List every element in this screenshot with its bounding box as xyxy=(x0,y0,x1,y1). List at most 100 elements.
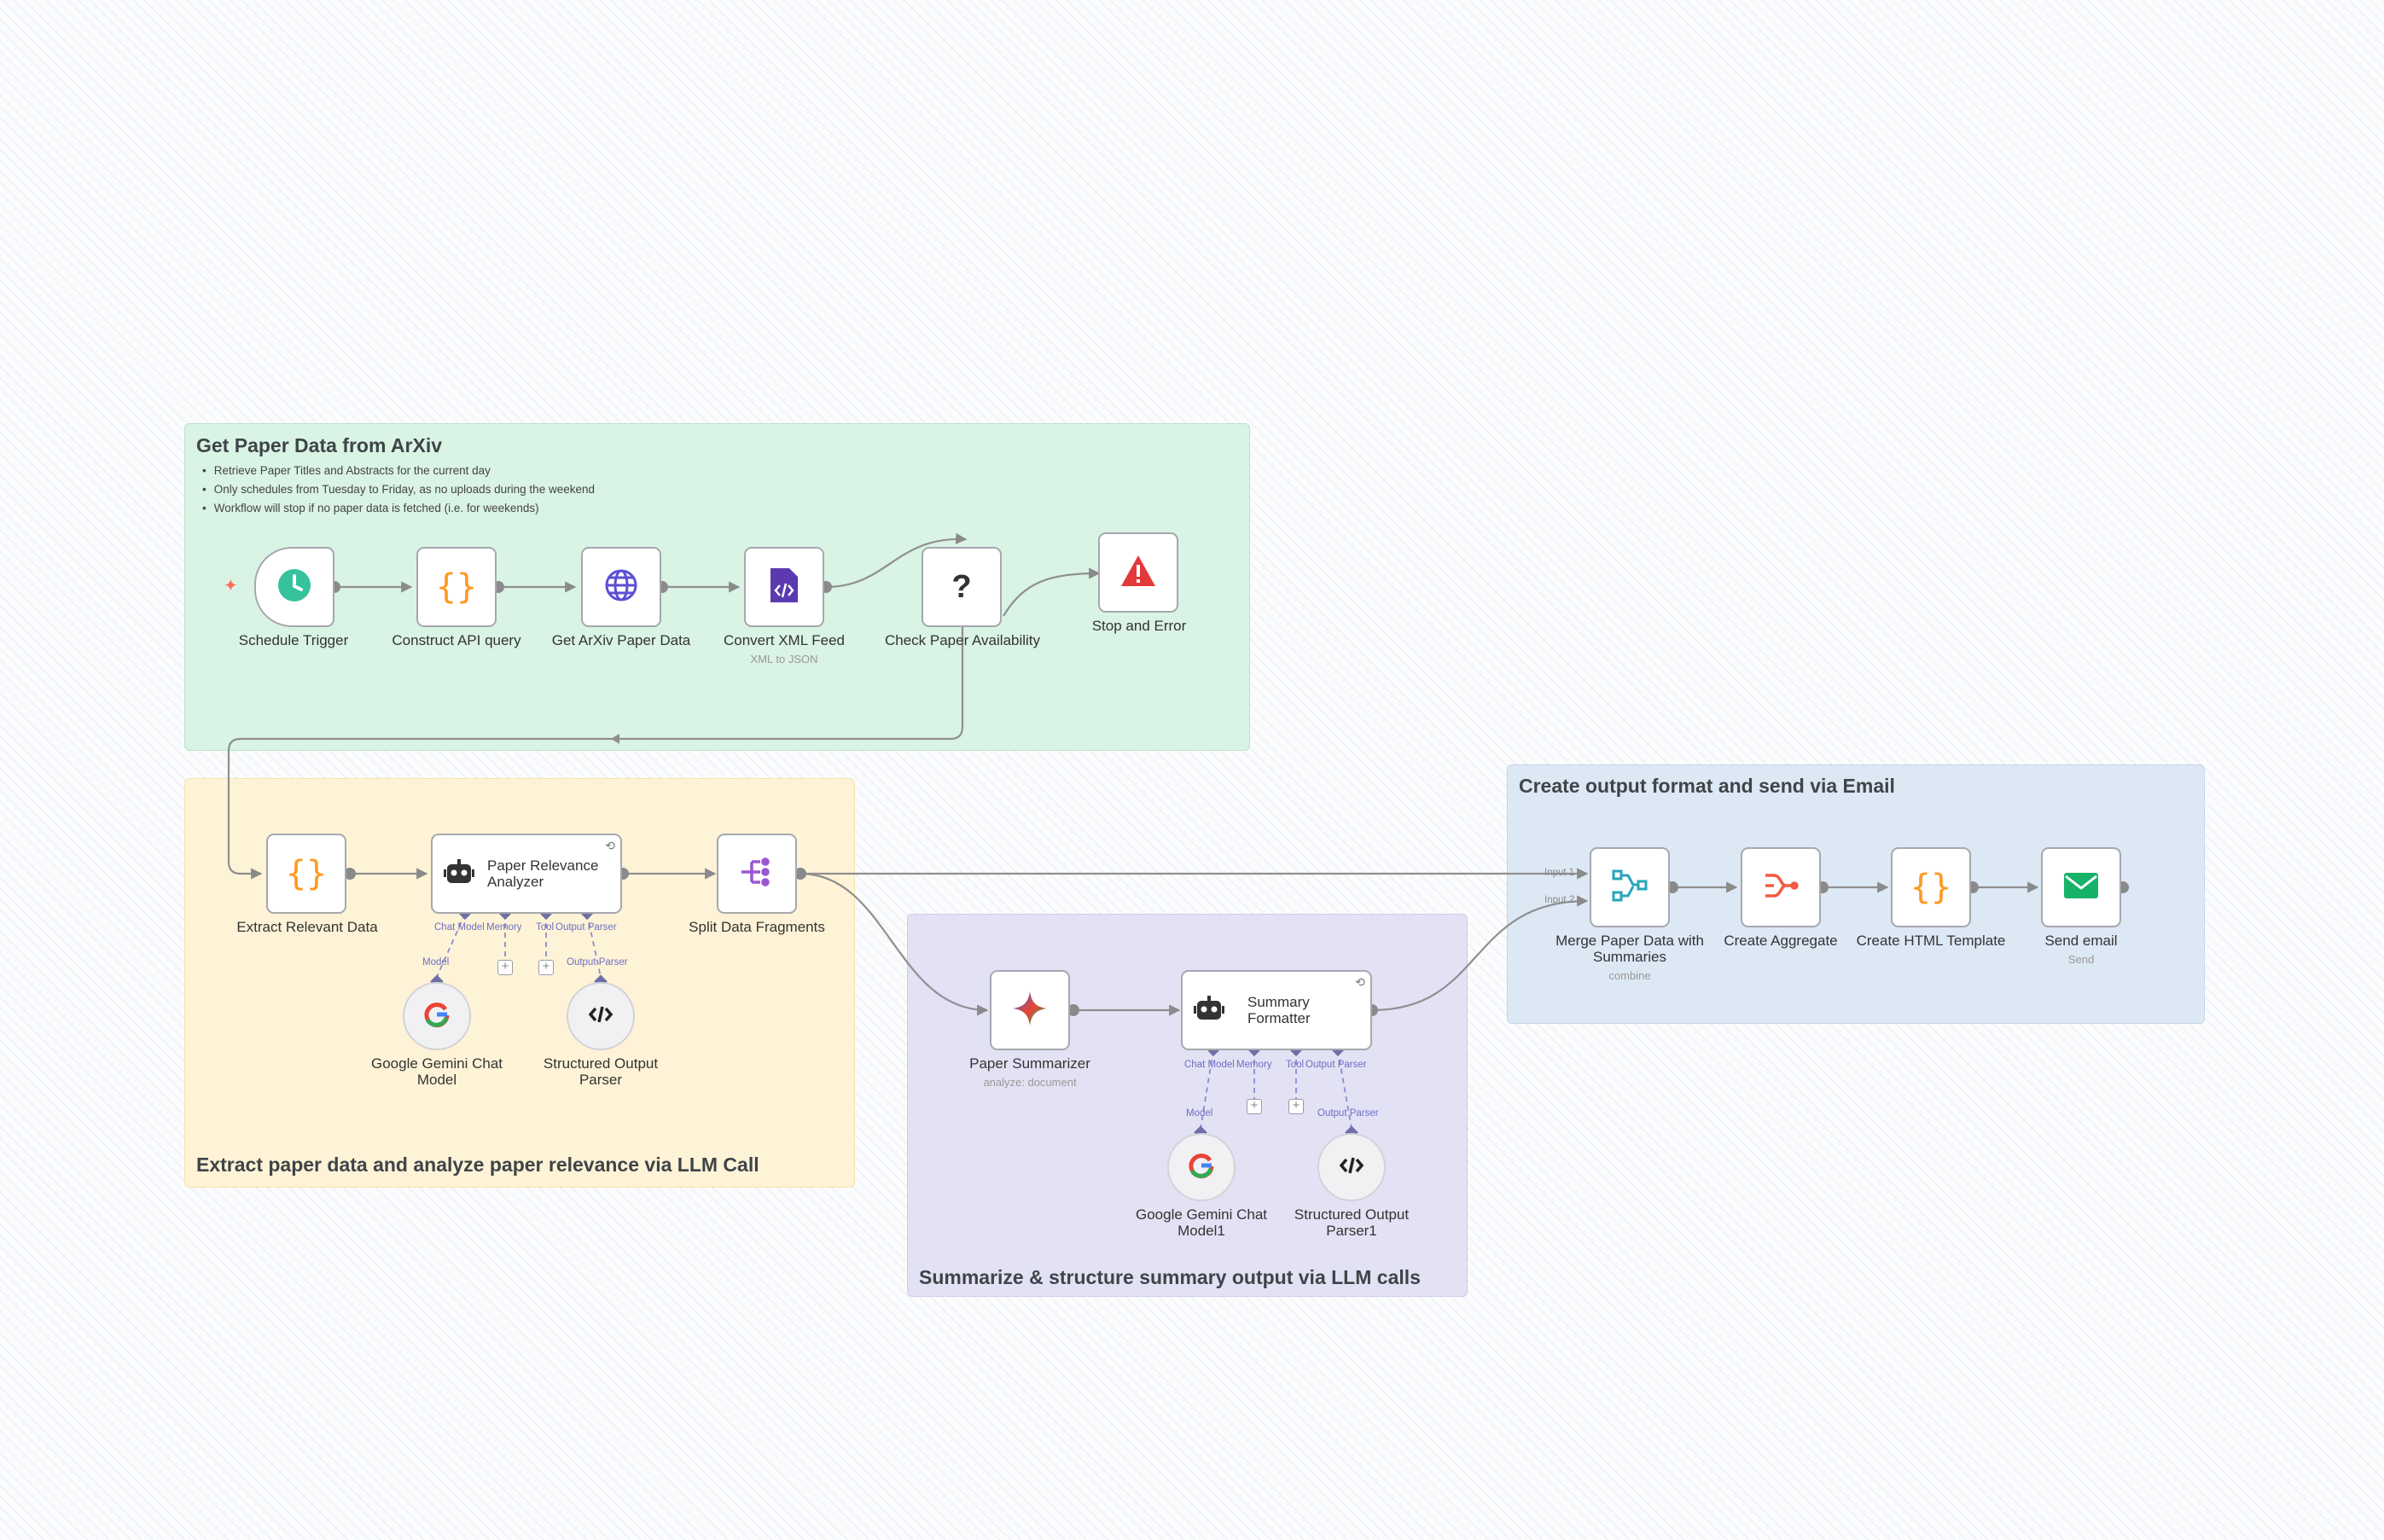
node-google-gemini-chat-model[interactable] xyxy=(403,982,471,1050)
node-title-line: Formatter xyxy=(1247,1010,1311,1026)
node-label: Google Gemini Chat Model1 xyxy=(1108,1206,1295,1239)
port-label-model: Model xyxy=(1186,1108,1213,1119)
node-label: Google Gemini Chat Model xyxy=(343,1055,531,1088)
node-title: Summary Formatter xyxy=(1247,994,1311,1026)
refresh-icon: ⟲ xyxy=(1355,975,1365,989)
node-label-line: Model1 xyxy=(1177,1223,1225,1239)
port-label-output-parser: Output Parser xyxy=(1305,1060,1367,1070)
node-label: Check Paper Availability xyxy=(884,632,1041,648)
port-label-input2: Input 2 xyxy=(1544,895,1575,905)
port-label-chat-model: Chat Model xyxy=(434,922,485,933)
node-label: Send email xyxy=(2044,933,2118,949)
node-label-line: Model xyxy=(416,1072,457,1088)
node-label: Convert XML Feed xyxy=(723,632,846,648)
question-mark-icon: ? xyxy=(951,568,972,605)
bullet-item: Only schedules from Tuesday to Friday, a… xyxy=(202,480,595,499)
node-title: Paper Relevance Analyzer xyxy=(487,857,598,890)
port-label-memory: Memory xyxy=(486,922,522,933)
add-memory-button[interactable]: + xyxy=(1247,1099,1262,1114)
code-tag-icon xyxy=(1339,1155,1364,1180)
node-structured-output-parser[interactable] xyxy=(567,982,635,1050)
node-label-line: Structured Output xyxy=(1294,1206,1410,1223)
port-label-tool: Tool xyxy=(1286,1060,1305,1070)
aggregate-icon xyxy=(1762,870,1800,905)
node-label: Merge Paper Data with Summaries xyxy=(1536,933,1724,965)
node-label-line: Parser xyxy=(579,1072,623,1088)
sticky-note-title: Create output format and send via Email xyxy=(1519,775,1895,797)
node-label-line: Merge Paper Data with xyxy=(1555,933,1704,949)
node-label: Construct API query xyxy=(392,632,521,648)
node-split-data-fragments[interactable] xyxy=(717,834,797,914)
node-label: Split Data Fragments xyxy=(689,919,825,935)
node-label: Structured Output Parser xyxy=(507,1055,695,1088)
add-tool-button[interactable]: + xyxy=(1288,1099,1304,1114)
node-stop-and-error[interactable] xyxy=(1098,532,1178,613)
globe-icon xyxy=(603,567,639,607)
node-google-gemini-chat-model1[interactable] xyxy=(1167,1133,1236,1201)
node-title-line: Analyzer xyxy=(487,874,544,890)
node-subtitle: Send xyxy=(2067,953,2095,966)
trigger-bolt-icon: ✦ xyxy=(224,577,238,596)
node-label: Structured Output Parser1 xyxy=(1258,1206,1445,1239)
node-structured-output-parser1[interactable] xyxy=(1317,1133,1386,1201)
node-construct-api-query[interactable]: {} xyxy=(416,547,497,627)
port-label-output-parser: Output Parser xyxy=(567,957,628,968)
node-check-paper-availability[interactable]: ? xyxy=(922,547,1002,627)
node-subtitle: XML to JSON xyxy=(750,653,818,665)
node-label-line: Summaries xyxy=(1593,949,1666,965)
clock-icon xyxy=(276,567,313,608)
node-label: Paper Summarizer xyxy=(969,1055,1090,1072)
xml-file-icon xyxy=(769,567,800,608)
merge-icon xyxy=(1611,869,1648,907)
code-braces-icon: {} xyxy=(1910,868,1952,907)
port-label-output-parser: Output Parser xyxy=(1317,1108,1379,1119)
node-label-line: Structured Output xyxy=(543,1055,659,1072)
robot-icon xyxy=(1193,994,1225,1027)
gemini-sparkle-icon xyxy=(1011,990,1049,1032)
node-extract-relevant-data[interactable]: {} xyxy=(266,834,346,914)
google-icon xyxy=(423,1001,451,1032)
bullet-item: Workflow will stop if no paper data is f… xyxy=(202,499,595,518)
node-merge-paper-data[interactable] xyxy=(1590,847,1670,927)
node-label: Schedule Trigger xyxy=(238,632,349,648)
node-summary-formatter[interactable]: Summary Formatter ⟲ xyxy=(1181,970,1372,1050)
port-label-chat-model: Chat Model xyxy=(1184,1060,1235,1070)
split-icon xyxy=(738,857,776,892)
add-tool-button[interactable]: + xyxy=(538,960,554,975)
refresh-icon: ⟲ xyxy=(605,839,615,852)
node-subtitle: combine xyxy=(1608,969,1651,982)
node-label: Stop and Error xyxy=(1091,618,1187,634)
node-label-line: Google Gemini Chat xyxy=(370,1055,503,1072)
add-memory-button[interactable]: + xyxy=(497,960,513,975)
sticky-note-title: Extract paper data and analyze paper rel… xyxy=(196,1154,759,1176)
node-title-line: Summary xyxy=(1247,994,1310,1010)
node-title-line: Paper Relevance xyxy=(487,857,599,874)
port-label-input1: Input 1 xyxy=(1544,868,1575,878)
node-paper-relevance-analyzer[interactable]: Paper Relevance Analyzer ⟲ xyxy=(431,834,622,914)
code-tag-icon xyxy=(588,1004,613,1029)
node-label: Create Aggregate xyxy=(1724,933,1838,949)
sticky-note-title: Summarize & structure summary output via… xyxy=(919,1266,1421,1288)
email-icon xyxy=(2062,871,2100,904)
code-braces-icon: {} xyxy=(435,567,478,607)
node-get-arxiv-paper-data[interactable] xyxy=(581,547,661,627)
code-braces-icon: {} xyxy=(285,854,328,893)
node-paper-summarizer[interactable] xyxy=(990,970,1070,1050)
sticky-note-title: Get Paper Data from ArXiv xyxy=(196,434,443,456)
node-label-line: Google Gemini Chat xyxy=(1135,1206,1268,1223)
node-label: Extract Relevant Data xyxy=(236,919,378,935)
bullet-item: Retrieve Paper Titles and Abstracts for … xyxy=(202,462,595,480)
node-subtitle: analyze: document xyxy=(983,1076,1077,1089)
node-label: Get ArXiv Paper Data xyxy=(551,632,691,648)
node-create-html-template[interactable]: {} xyxy=(1891,847,1971,927)
node-label-line: Parser1 xyxy=(1326,1223,1377,1239)
warning-icon xyxy=(1119,554,1157,592)
port-label-memory: Memory xyxy=(1236,1060,1272,1070)
node-convert-xml-feed[interactable] xyxy=(744,547,824,627)
port-label-model: Model xyxy=(422,957,450,968)
node-send-email[interactable] xyxy=(2041,847,2121,927)
node-create-aggregate[interactable] xyxy=(1741,847,1821,927)
sticky-note-arxiv[interactable]: Get Paper Data from ArXiv Retrieve Paper… xyxy=(184,423,1250,751)
node-schedule-trigger[interactable] xyxy=(254,547,334,627)
